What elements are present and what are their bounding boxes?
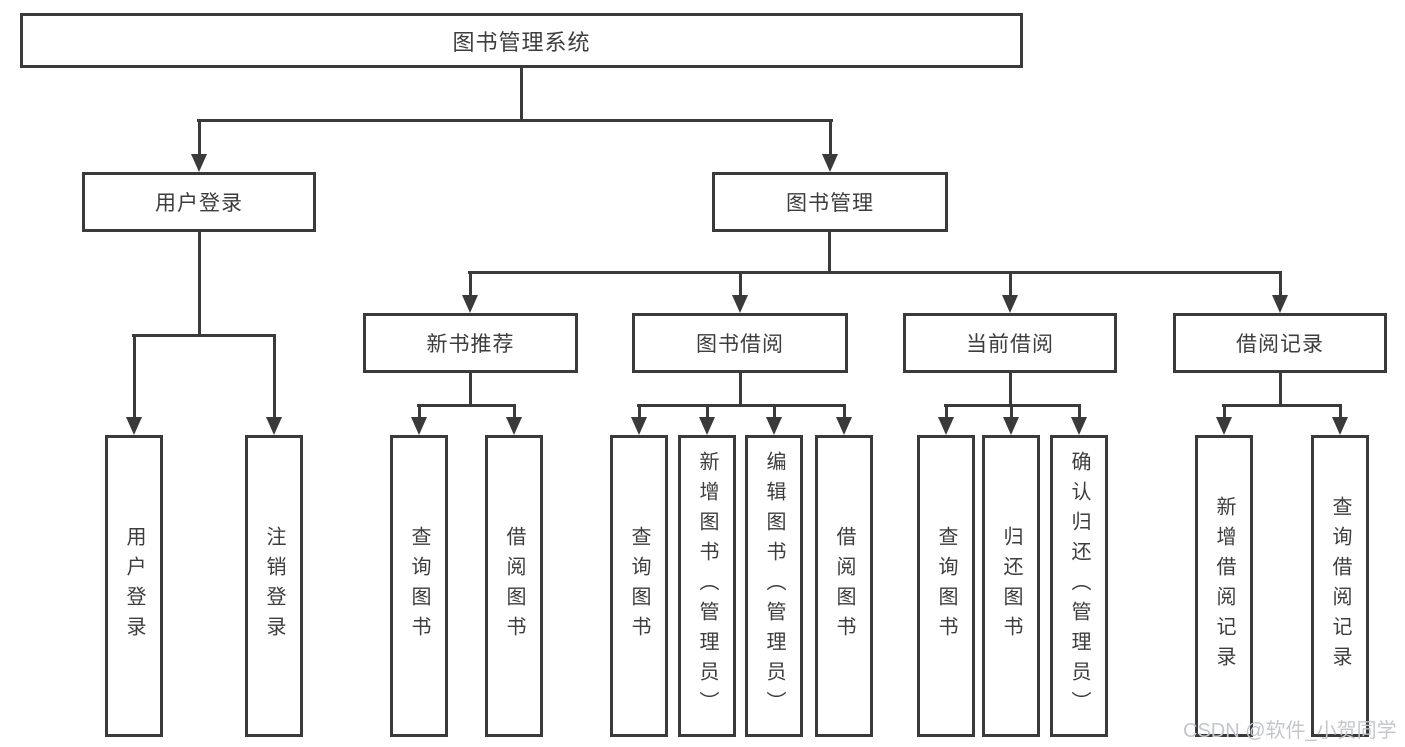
arrowhead-down [822,154,838,172]
node-label: 注销登录 [263,526,285,646]
arrowhead-down [1272,295,1288,313]
node-label: 查询借阅记录 [1329,496,1351,676]
node-label: 借阅图书 [503,526,525,646]
node-label: 图书管理系统 [452,29,591,55]
node-label: 用户登录 [123,526,145,646]
leaf-user-login: 用户登录 [105,435,163,737]
connector-line [773,404,776,419]
connector-line [198,119,201,160]
leaf-logout: 注销登录 [245,435,303,737]
node-label: 确认归还（管理员） [1068,451,1090,721]
leaf-query-books: 查询图书 [610,435,668,737]
arrowhead-down [699,417,715,435]
node-user-login: 用户登录 [82,172,316,232]
connector-line [706,404,709,419]
connector-line [829,119,832,160]
connector-line [132,334,276,337]
connector-line [1010,404,1013,419]
connector-line [1009,271,1012,298]
connector-line [1009,371,1012,407]
connector-line [468,271,1282,274]
arrowhead-down [732,295,748,313]
arrowhead-down [938,417,954,435]
leaf-borrow-books: 借阅图书 [485,435,543,737]
arrowhead-down [631,417,647,435]
node-label: 查询图书 [408,526,430,646]
node-label: 用户登录 [155,192,243,215]
node-new-book-recommendation: 新书推荐 [363,313,578,373]
node-label: 借阅图书 [833,526,855,646]
connector-line [1279,371,1282,407]
node-label: 新增借阅记录 [1213,496,1235,676]
node-label: 新增图书（管理员） [696,451,718,721]
arrowhead-down [1071,417,1087,435]
node-label: 新书推荐 [426,333,515,356]
connector-line [520,66,523,120]
connector-line [843,404,846,419]
connector-line [739,371,742,407]
leaf-query-books: 查询图书 [390,435,448,737]
connector-line [469,271,472,298]
arrowhead-down [766,417,782,435]
leaf-query-books: 查询图书 [917,435,975,737]
connector-line [513,404,516,419]
node-current-borrowing: 当前借阅 [903,313,1117,373]
leaf-add-book-admin: 新增图书（管理员） [678,435,736,737]
connector-line [469,371,472,407]
node-label: 归还图书 [1000,526,1022,646]
node-label: 当前借阅 [966,333,1054,356]
node-borrowing-records: 借阅记录 [1173,313,1387,373]
connector-line [273,334,276,424]
node-label: 查询图书 [628,526,650,646]
connector-line [739,271,742,298]
arrowhead-down [266,417,282,435]
arrowhead-down [462,295,478,313]
connector-line [828,230,831,273]
connector-line [945,404,948,419]
node-label: 图书管理 [786,192,874,215]
node-library-system: 图书管理系统 [20,13,1023,68]
leaf-add-borrow-record: 新增借阅记录 [1195,435,1253,737]
connector-line [198,230,201,336]
arrowhead-down [126,417,142,435]
node-label: 编辑图书（管理员） [763,451,785,721]
connector-line [418,404,421,419]
connector-line [133,334,136,424]
connector-line [1223,404,1226,419]
node-book-management: 图书管理 [712,172,948,232]
arrowhead-down [1332,417,1348,435]
connector-line [197,119,833,122]
node-label: 图书借阅 [696,333,784,356]
arrowhead-down [1002,295,1018,313]
connector-line [1078,404,1081,419]
node-book-borrowing: 图书借阅 [632,313,848,373]
leaf-edit-book-admin: 编辑图书（管理员） [745,435,803,737]
node-label: 查询图书 [935,526,957,646]
connector-line [1339,404,1342,419]
leaf-return-books: 归还图书 [982,435,1040,737]
arrowhead-down [1216,417,1232,435]
arrowhead-down [411,417,427,435]
connector-line [1279,271,1282,298]
csdn-watermark: CSDN @软件_小贺同学 [1183,720,1397,742]
connector-line [417,404,516,407]
arrowhead-down [506,417,522,435]
connector-line [1222,404,1342,407]
arrowhead-down [836,417,852,435]
leaf-query-borrow-record: 查询借阅记录 [1311,435,1369,737]
leaf-confirm-return-admin: 确认归还（管理员） [1050,435,1108,737]
leaf-borrow-books: 借阅图书 [815,435,873,737]
node-label: 借阅记录 [1236,333,1324,356]
arrowhead-down [1003,417,1019,435]
connector-line [637,404,846,407]
connector-line [638,404,641,419]
arrowhead-down [191,154,207,172]
